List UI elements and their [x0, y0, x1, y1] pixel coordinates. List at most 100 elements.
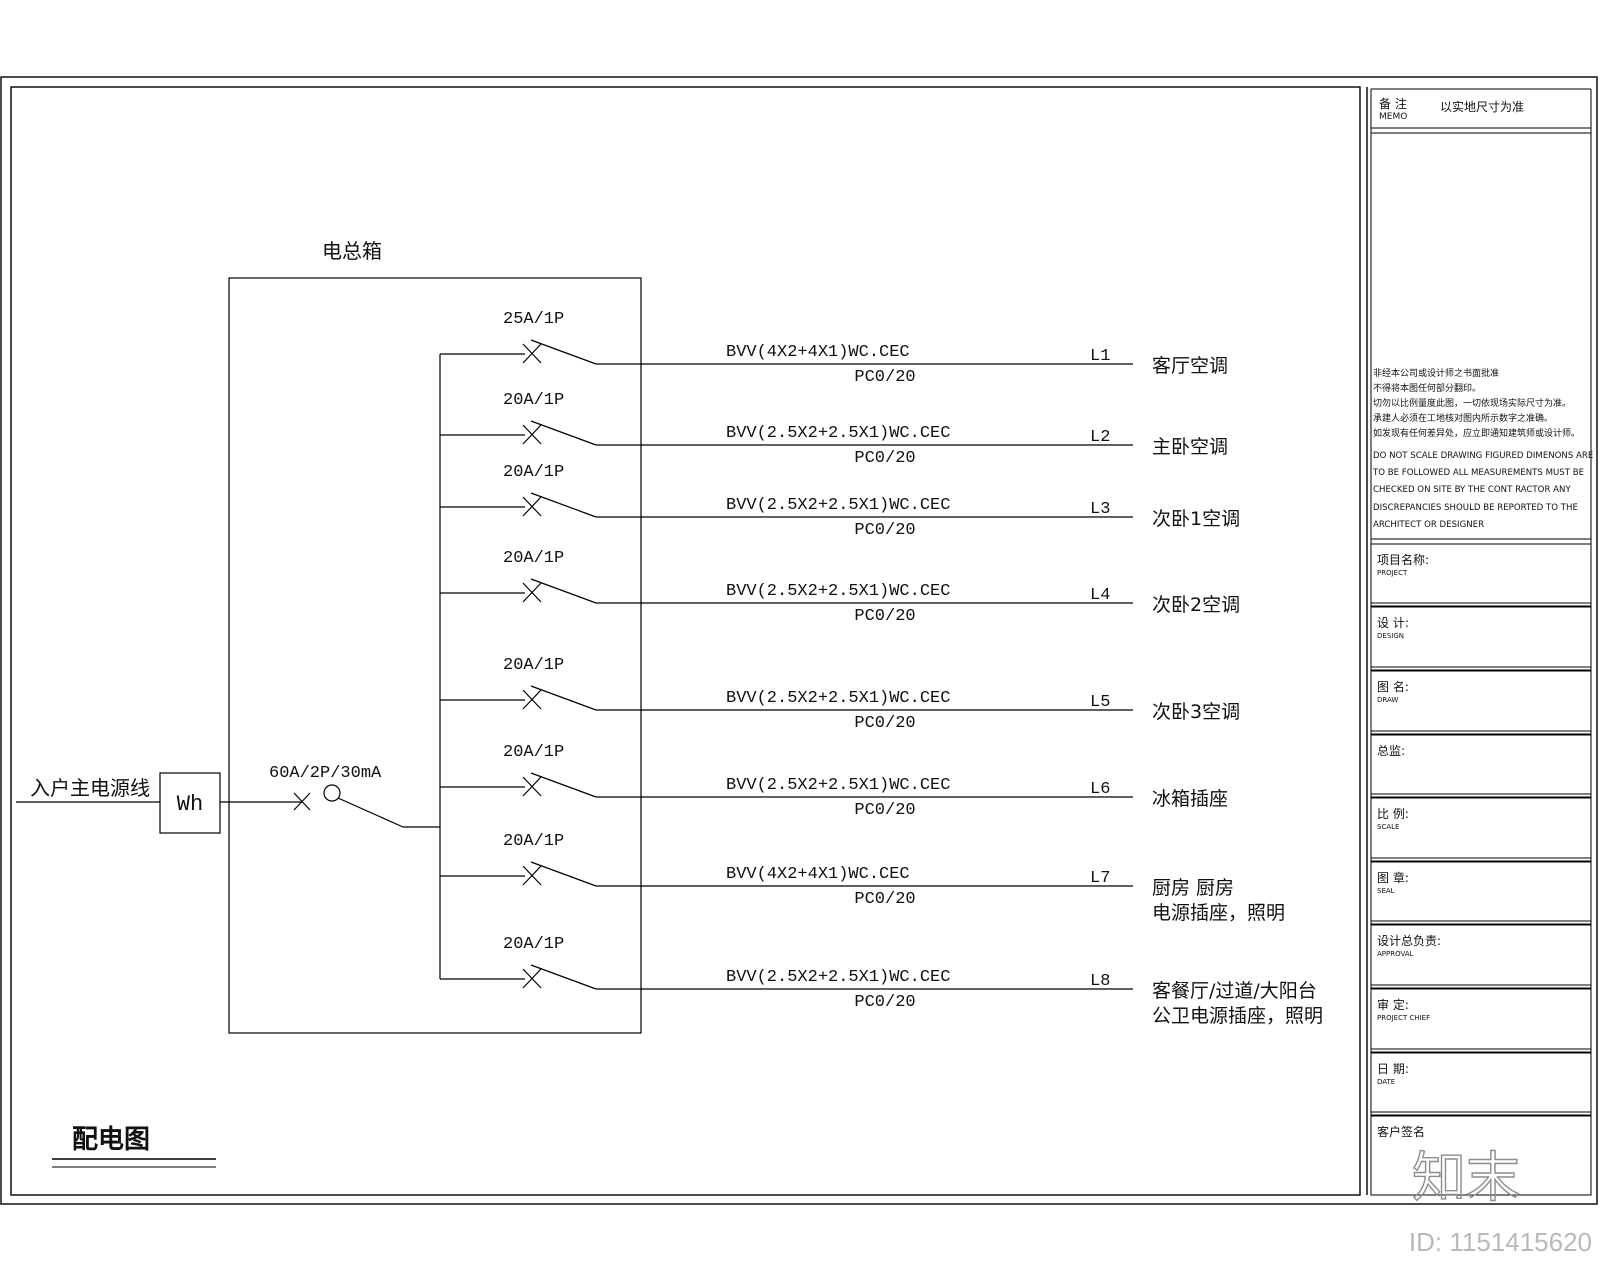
circuit-breaker-contact: [530, 772, 597, 798]
tb-note-en-4: DISCREPANCIES SHOULD BE REPORTED TO THE: [1373, 503, 1578, 513]
meter-label: Wh: [177, 792, 203, 817]
circuit-breaker-contact: [530, 964, 597, 990]
circuit-breaker-contact: [530, 339, 597, 365]
tb-field-label-cn: 总监:: [1377, 744, 1405, 758]
circuit-cable-label: BVV(2.5X2+2.5X1)WC.CEC: [726, 582, 950, 601]
tb-note-en-5: ARCHITECT OR DESIGNER: [1373, 520, 1484, 530]
tb-note-cn-4: 承建人必须在工地核对图内所示数字之准确。: [1373, 412, 1553, 424]
tb-field-label-en: PROJECT: [1377, 569, 1408, 577]
circuit-cable-label: BVV(2.5X2+2.5X1)WC.CEC: [726, 776, 950, 795]
tb-remark-cn: 备 注: [1379, 96, 1407, 111]
outer-frame: [0, 76, 1598, 1205]
tb-field-cell: [1370, 797, 1592, 859]
incoming-label: 入户主电源线: [30, 776, 150, 800]
main-breaker-x-mark: [293, 792, 311, 811]
circuit-breaker-x-mark: [522, 968, 542, 989]
tb-field-label-cn: 比 例:: [1377, 807, 1409, 821]
circuit-line-label: L8: [1090, 972, 1110, 991]
circuit-cable-label: BVV(2.5X2+2.5X1)WC.CEC: [726, 496, 950, 515]
tb-field-10: 客户签名: [1370, 1115, 1592, 1196]
watermark-id: ID: 1151415620: [1409, 1227, 1592, 1257]
circuit-load-label: 厨房 厨房: [1152, 877, 1234, 899]
circuit-load-label: 电源插座，照明: [1152, 902, 1285, 924]
circuit-load-label: 次卧2空调: [1152, 594, 1240, 616]
circuit-breaker-label: 20A/1P: [503, 549, 564, 568]
circuit-line-label: L6: [1090, 780, 1110, 799]
tb-field-2: 设 计: DESIGN: [1370, 606, 1592, 671]
main-breaker-label: 60A/2P/30mA: [269, 764, 382, 783]
circuit-breaker-x-mark: [522, 865, 542, 886]
circuit-breaker-contact: [530, 578, 597, 604]
tb-field-label-cn: 图 名:: [1377, 679, 1409, 694]
tb-note-cn-5: 如发现有任何差异处，应立即通知建筑师或设计师。: [1373, 427, 1580, 439]
circuit-breaker-contact: [530, 685, 597, 711]
tb-fields: 项目名称:PROJECT 设 计: DESIGN 图 名:DRAW 总监: 比 例:SCA…: [1370, 538, 1592, 1196]
circuit-load-label: 主卧空调: [1152, 436, 1228, 458]
circuit-load-label: 冰箱插座: [1152, 788, 1228, 810]
tb-field-label-cn: 日 期:: [1377, 1062, 1409, 1076]
circuit-conduit-label: PC0/20: [854, 801, 915, 820]
drawing-frame: [10, 86, 1361, 1196]
circuit-line-label: L5: [1090, 693, 1110, 712]
circuit-cable-label: BVV(2.5X2+2.5X1)WC.CEC: [726, 689, 950, 708]
tb-field-6: 图 章:SEAL: [1370, 861, 1592, 925]
tb-field-cell: [1370, 988, 1592, 1050]
circuit-cable-label: BVV(4X2+4X1)WC.CEC: [726, 865, 910, 884]
circuit-breaker-contact: [530, 492, 597, 518]
circuit-cable-label: BVV(2.5X2+2.5X1)WC.CEC: [726, 424, 950, 443]
tb-field-cell: [1370, 670, 1592, 732]
circuit-breaker-x-mark: [522, 343, 542, 364]
tb-field-label-cn: 图 章:: [1377, 870, 1409, 885]
main-distribution-box: [228, 277, 642, 1034]
circuit-breaker-label: 20A/1P: [503, 463, 564, 482]
tb-field-label-cn: 审 定:: [1377, 997, 1409, 1012]
tb-field-label-cn: 设计总负责:: [1377, 934, 1441, 948]
circuit-breaker-contact: [530, 861, 597, 887]
tb-note-cn-1: 非经本公司或设计师之书面批准: [1373, 367, 1499, 379]
main-breaker-rcd-circle: [323, 784, 341, 802]
tb-field-3: 图 名:DRAW: [1370, 670, 1592, 735]
circuit-breaker-label: 20A/1P: [503, 935, 564, 954]
circuit-load-label: 客餐厅/过道/大阳台: [1152, 980, 1317, 1002]
watermark-logo: 知末: [1412, 1146, 1520, 1209]
circuit-breaker-label: 20A/1P: [503, 656, 564, 675]
circuit-load-label: 次卧1空调: [1152, 508, 1240, 530]
circuit-breaker-label: 20A/1P: [503, 391, 564, 410]
tb-field-5: 比 例:SCALE: [1370, 797, 1592, 862]
tb-remark-en: MEMO: [1379, 112, 1407, 122]
tb-field-cell: [1370, 1115, 1592, 1196]
tb-field-label-en: APPROVAL: [1377, 950, 1414, 958]
circuit-conduit-label: PC0/20: [854, 714, 915, 733]
tb-note-en-2: TO BE FOLLOWED ALL MEASUREMENTS MUST BE: [1372, 468, 1584, 478]
circuit-breaker-x-mark: [522, 776, 542, 797]
circuit-conduit-label: PC0/20: [854, 890, 915, 909]
circuit-load-label: 客厅空调: [1152, 355, 1228, 377]
tb-note-cn-3: 切勿以比例量度此图，一切依现场实际尺寸为准。: [1373, 397, 1571, 409]
tb-field-1: 项目名称:PROJECT: [1370, 543, 1592, 607]
tb-field-label-en: PROJECT CHIEF: [1377, 1014, 1430, 1022]
tb-field-cell: [1370, 861, 1592, 922]
tb-field-label-cn: 客户签名: [1377, 1124, 1425, 1139]
tb-field-7: 设计总负责: APPROVAL: [1370, 924, 1592, 989]
circuit-breaker-x-mark: [522, 582, 542, 603]
tb-field-label-cn: 设 计:: [1377, 616, 1409, 630]
tb-field-9: 日 期:DATE: [1370, 1052, 1592, 1116]
circuit-cable-label: BVV(4X2+4X1)WC.CEC: [726, 343, 910, 362]
tb-field-8: 审 定: PROJECT CHIEF: [1370, 988, 1592, 1053]
circuit-conduit-label: PC0/20: [854, 607, 915, 626]
main-box-label: 电总箱: [322, 239, 382, 263]
circuit-cable-label: BVV(2.5X2+2.5X1)WC.CEC: [726, 968, 950, 987]
tb-field-label-en: DESIGN: [1377, 632, 1404, 640]
tb-field-4: 总监:: [1370, 734, 1592, 798]
tb-field-cell: [1370, 1052, 1592, 1113]
main-breaker-contact: [337, 797, 404, 828]
tb-field-cell: [1370, 543, 1592, 604]
